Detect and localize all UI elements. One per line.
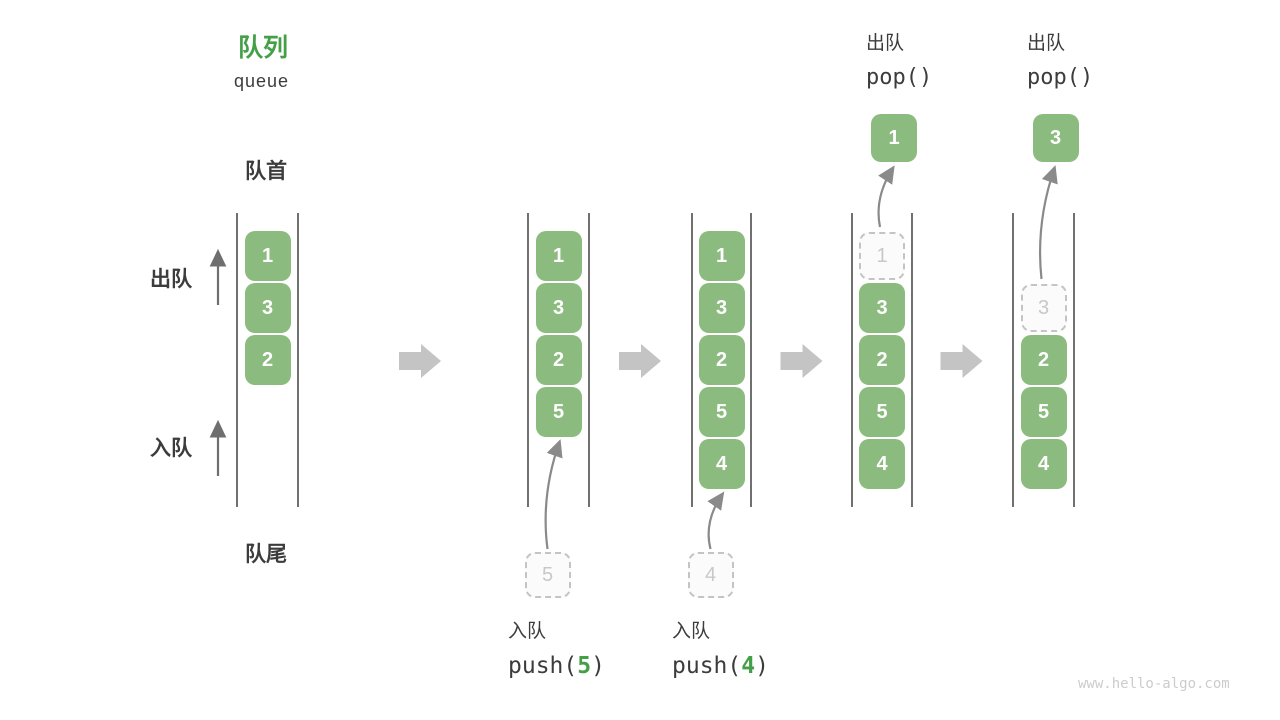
popped-item-box: 3 bbox=[1032, 114, 1079, 162]
queue-item-box: 1 bbox=[244, 231, 291, 281]
enqueue-op-label: 入队 push(4) bbox=[672, 620, 769, 679]
stage-transition-arrow-icon bbox=[780, 344, 823, 378]
dequeued-item-slot: 3 bbox=[1020, 284, 1067, 332]
dequeue-op-label: 出队 pop() bbox=[1027, 32, 1093, 91]
queue-item-box: 2 bbox=[244, 335, 291, 385]
push-code-text: push( bbox=[508, 653, 578, 679]
incoming-item-box: 4 bbox=[687, 552, 734, 598]
pop-code: pop() bbox=[866, 65, 933, 90]
enqueue-arrow-icon bbox=[544, 439, 563, 550]
queue-item-box: 3 bbox=[859, 283, 905, 333]
queue-item-box: 1 bbox=[698, 231, 745, 281]
popped-item-box: 1 bbox=[871, 114, 917, 162]
queue-item-box: 2 bbox=[535, 335, 582, 385]
queue-item-box: 4 bbox=[1020, 439, 1067, 489]
dequeue-arrow-icon bbox=[1038, 165, 1058, 280]
queue-item-box: 2 bbox=[859, 335, 905, 385]
queue-front-label: 队首 bbox=[245, 160, 287, 183]
queue-item-box: 5 bbox=[1020, 387, 1067, 437]
stage-transition-arrow-icon bbox=[399, 344, 441, 378]
push-arg-value: 5 bbox=[577, 653, 592, 679]
diagram-title-en: queue bbox=[234, 71, 290, 91]
op-label-zh: 入队 bbox=[508, 621, 547, 642]
stage-transition-arrow-icon bbox=[619, 344, 661, 378]
push-arg-value: 4 bbox=[741, 653, 756, 679]
dequeued-item-slot: 1 bbox=[859, 232, 905, 280]
diagram-title-zh: 队列 bbox=[238, 34, 289, 62]
dequeue-side-label: 出队 bbox=[150, 268, 192, 291]
push-code-text: ) bbox=[755, 653, 769, 679]
pop-code: pop() bbox=[1027, 65, 1094, 90]
queue-item-box: 5 bbox=[698, 387, 745, 437]
queue-item-box: 2 bbox=[698, 335, 745, 385]
op-label-zh: 入队 bbox=[672, 621, 711, 642]
queue-item-box: 5 bbox=[535, 387, 582, 437]
watermark: www.hello-algo.com bbox=[1078, 676, 1230, 692]
push-code: push(4) bbox=[672, 653, 769, 679]
enqueue-op-label: 入队 push(5) bbox=[508, 620, 605, 679]
queue-item-box: 5 bbox=[859, 387, 905, 437]
enqueue-side-label: 入队 bbox=[150, 437, 192, 460]
queue-rear-label: 队尾 bbox=[245, 543, 287, 566]
queue-item-box: 3 bbox=[698, 283, 745, 333]
push-code-text: ) bbox=[591, 653, 605, 679]
queue-item-box: 4 bbox=[698, 439, 745, 489]
stage-transition-arrow-icon bbox=[940, 344, 983, 378]
incoming-item-box: 5 bbox=[524, 552, 571, 598]
dequeue-arrow-icon bbox=[877, 165, 895, 228]
push-code-text: push( bbox=[672, 653, 742, 679]
queue-item-box: 2 bbox=[1020, 335, 1067, 385]
op-label-zh: 出队 bbox=[1027, 33, 1066, 54]
op-label-zh: 出队 bbox=[866, 33, 905, 54]
enqueue-arrow-icon bbox=[707, 491, 725, 550]
queue-item-box: 4 bbox=[859, 439, 905, 489]
queue-item-box: 1 bbox=[535, 231, 582, 281]
queue-item-box: 3 bbox=[535, 283, 582, 333]
push-code: push(5) bbox=[508, 653, 605, 679]
queue-item-box: 3 bbox=[244, 283, 291, 333]
dequeue-op-label: 出队 pop() bbox=[866, 32, 932, 91]
